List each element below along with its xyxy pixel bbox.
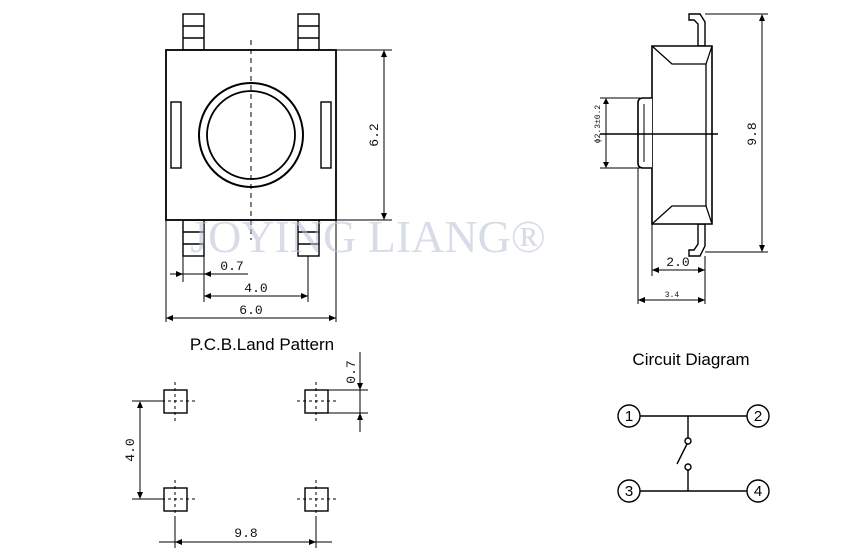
side-view-body [651, 45, 713, 225]
dim-height: 9.8 [745, 122, 760, 145]
side-view: 9.8 ϕ2.3±0.2 2.0 3.4 [594, 13, 768, 304]
terminal-3 [617, 479, 641, 503]
top-view: 6.2 0.7 4.0 6.0 [165, 13, 392, 322]
terminal-2 [746, 404, 770, 428]
pcb-land-pattern: P.C.B.Land Pattern 0.7 4.0 9.8 [123, 335, 368, 548]
side-view-body-inner [651, 45, 707, 225]
dim-body-height: 6.2 [367, 123, 382, 146]
side-view-terminal-bottom [688, 223, 706, 257]
terminal-1 [617, 404, 641, 428]
side-view-plunger [637, 97, 652, 169]
top-view-pin-top-right [297, 13, 320, 51]
dim-pad-pitch-vertical: 4.0 [123, 438, 138, 461]
dim-body-depth: 3.4 [665, 291, 680, 300]
side-view-terminal-top [688, 13, 706, 47]
circuit-switch-lever [676, 443, 688, 465]
dim-pin-spacing: 4.0 [244, 281, 267, 296]
top-view-side-tab-right [320, 101, 332, 169]
terminal-2-label: 2 [754, 408, 762, 425]
terminal-4-label: 4 [754, 483, 762, 500]
top-view-side-tab-left [170, 101, 182, 169]
dim-body-width: 6.0 [239, 303, 262, 318]
top-view-pin-top-left [182, 13, 205, 51]
watermark: JOYING LIANG® [190, 211, 546, 262]
terminal-1-label: 1 [625, 408, 633, 425]
circuit-diagram-title: Circuit Diagram [632, 350, 749, 369]
dim-pin-width: 0.7 [220, 259, 243, 274]
terminal-3-label: 3 [625, 483, 633, 500]
dim-plunger-diameter: ϕ2.3±0.2 [594, 105, 603, 144]
dim-pad-size: 0.7 [344, 360, 359, 383]
pcb-land-pattern-title: P.C.B.Land Pattern [190, 335, 334, 354]
terminal-4 [746, 479, 770, 503]
dim-plunger-offset: 2.0 [666, 255, 689, 270]
circuit-diagram: Circuit Diagram 1 2 3 4 [617, 350, 770, 503]
dim-pad-pitch-horizontal: 9.8 [234, 526, 257, 541]
